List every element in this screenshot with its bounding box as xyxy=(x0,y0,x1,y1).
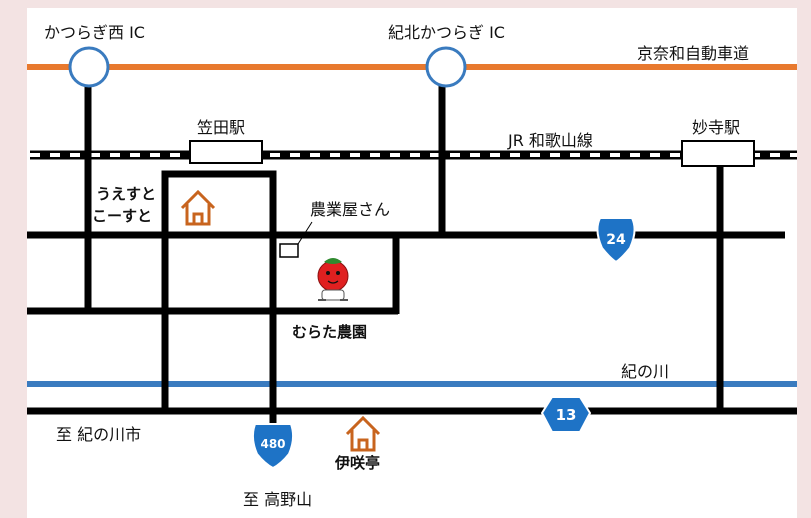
apple-mascot-icon xyxy=(317,258,349,301)
jr-line-label: JR 和歌山線 xyxy=(507,131,593,150)
station-kaseda-label: 笠田駅 xyxy=(197,118,245,137)
route-13-shield: 13 xyxy=(540,396,592,433)
ic-west-label: かつらぎ西 IC xyxy=(44,23,145,42)
nogyoya-label: 農業屋さん xyxy=(310,200,390,219)
to-kinokawa-label: 至 紀の川市 xyxy=(56,425,141,444)
shop-uesuto-label-line1: うえすと xyxy=(96,185,156,203)
house-icon xyxy=(180,189,216,226)
nogyoya-leader xyxy=(297,221,313,245)
ic-north-marker xyxy=(425,46,467,88)
route-480-shield: 480 xyxy=(251,423,295,470)
road-kaseda-loop xyxy=(161,170,277,460)
ic-north-label: 紀北かつらぎ IC xyxy=(388,23,505,42)
station-kaseda-box xyxy=(189,140,263,164)
river-label: 紀の川 xyxy=(621,362,669,381)
route-13-label: 13 xyxy=(556,406,577,424)
expressway-label: 京奈和自動車道 xyxy=(637,44,749,63)
route-24-label: 24 xyxy=(606,232,626,248)
ic-west-marker xyxy=(68,46,110,88)
nogyoya-marker xyxy=(279,243,299,258)
house-icon xyxy=(345,415,381,452)
isakitei-label: 伊咲亭 xyxy=(334,454,380,472)
route-24-shield: 24 xyxy=(596,217,636,264)
station-myoji-box xyxy=(681,140,755,167)
station-myoji-label: 妙寺駅 xyxy=(692,118,740,137)
shop-uesuto-label-line2: こーすと xyxy=(92,207,152,225)
route-480-label: 480 xyxy=(260,437,285,451)
murata-farm-label: むらた農園 xyxy=(292,323,367,341)
map-background xyxy=(27,8,797,518)
to-koyasan-label: 至 高野山 xyxy=(243,490,312,509)
